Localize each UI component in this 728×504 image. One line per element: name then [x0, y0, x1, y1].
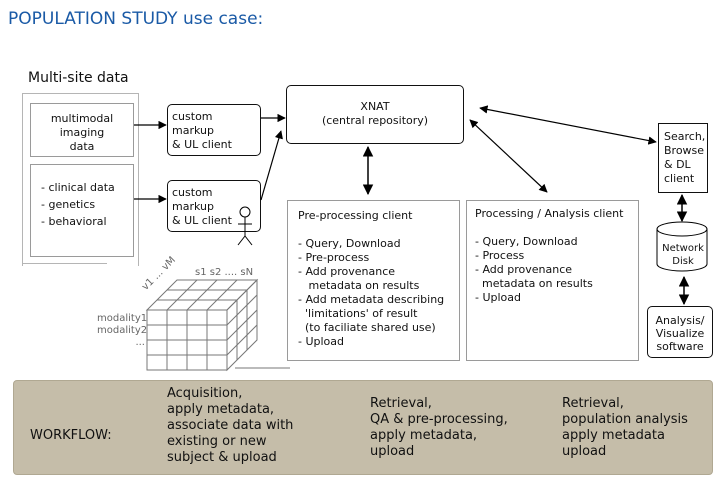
client-line: & UL client: [172, 138, 232, 151]
preprocessing-item: - Pre-process: [298, 251, 370, 264]
preprocessing-item: 'limitations' of result: [298, 307, 418, 320]
processing-item: metadata on results: [475, 277, 593, 290]
search-line: client: [664, 172, 695, 185]
preprocessing-item: - Query, Download: [298, 237, 401, 250]
preprocessing-item: - Add metadata describing: [298, 293, 445, 306]
clinical-item: - genetics: [41, 198, 96, 211]
cube-row-label: ...: [135, 337, 145, 348]
network-disk-label: Network Disk: [652, 242, 714, 268]
processing-item: - Upload: [475, 291, 522, 304]
arrow-xnat-search: [479, 105, 657, 145]
processing-item: - Query, Download: [475, 235, 578, 248]
workflow-step-analysis: Retrieval, population analysis apply met…: [562, 396, 688, 459]
arrow-xnat-processing: [469, 119, 548, 193]
client-line: markup: [172, 200, 214, 213]
preprocessing-client-box: Pre-processing client - Query, Download …: [287, 200, 460, 361]
processing-item: - Add provenance: [475, 263, 573, 276]
imaging-data-box: multimodal imaging data: [30, 103, 134, 157]
preprocessing-item: - Add provenance: [298, 265, 396, 278]
xnat-central-repository: XNAT (central repository): [286, 85, 464, 144]
preprocessing-item: - Upload: [298, 335, 345, 348]
xnat-name: XNAT: [360, 100, 390, 113]
workflow-panel: [13, 380, 713, 475]
disk-line: Disk: [672, 256, 694, 267]
search-browse-dl-client: Search, Browse & DL client: [658, 123, 708, 193]
clinical-item: - behavioral: [41, 215, 107, 228]
imaging-line: imaging: [59, 126, 105, 139]
xnat-subtitle: (central repository): [321, 114, 429, 127]
search-line: Search,: [664, 130, 706, 143]
analysis-line: software: [656, 340, 704, 353]
workflow-step-acquisition: Acquisition, apply metadata, associate d…: [167, 386, 294, 465]
imaging-line: multimodal: [50, 112, 114, 125]
clinical-data-box: - clinical data - genetics - behavioral: [30, 164, 134, 257]
multi-site-container-bottom: [22, 263, 107, 264]
user-stick-figure-icon: [237, 206, 253, 246]
workflow-label: WORKFLOW:: [30, 428, 112, 443]
processing-analysis-client-box: Processing / Analysis client - Query, Do…: [466, 200, 639, 361]
custom-markup-client-clinical: custom markup & UL client: [167, 180, 261, 232]
analysis-line: Visualize: [655, 327, 705, 340]
client-line: custom: [172, 110, 213, 123]
client-line: markup: [172, 124, 214, 137]
preprocessing-item: metadata on results: [298, 279, 420, 292]
page-title: POPULATION STUDY use case:: [8, 9, 264, 29]
arrow-client2-to-xnat: [260, 130, 283, 201]
network-disk-cylinder: [656, 221, 708, 272]
search-line: Browse: [664, 144, 705, 157]
preprocessing-item: (to faciliate shared use): [298, 321, 436, 334]
cube-row-label: modality1: [97, 313, 148, 324]
workflow-step-preprocessing: Retrieval, QA & pre-processing, apply me…: [370, 396, 508, 459]
search-line: & DL: [664, 158, 691, 171]
client-line: custom: [172, 186, 213, 199]
multi-site-container: [22, 93, 139, 266]
cube-row-label: modality2: [97, 325, 148, 336]
disk-line: Network: [662, 243, 704, 254]
processing-item: - Process: [475, 249, 525, 262]
data-cube-icon: [145, 278, 290, 372]
preprocessing-title: Pre-processing client: [298, 209, 413, 222]
imaging-line: data: [69, 140, 95, 153]
analysis-line: Analysis/: [655, 314, 705, 327]
clinical-item: - clinical data: [41, 181, 115, 194]
cube-subject-labels: s1 s2 .... sN: [195, 267, 254, 278]
custom-markup-client-imaging: custom markup & UL client: [167, 104, 261, 156]
analysis-visualize-software: Analysis/ Visualize software: [647, 306, 713, 358]
client-line: & UL client: [172, 214, 232, 227]
multi-site-label: Multi-site data: [28, 70, 129, 86]
processing-title: Processing / Analysis client: [475, 207, 624, 220]
